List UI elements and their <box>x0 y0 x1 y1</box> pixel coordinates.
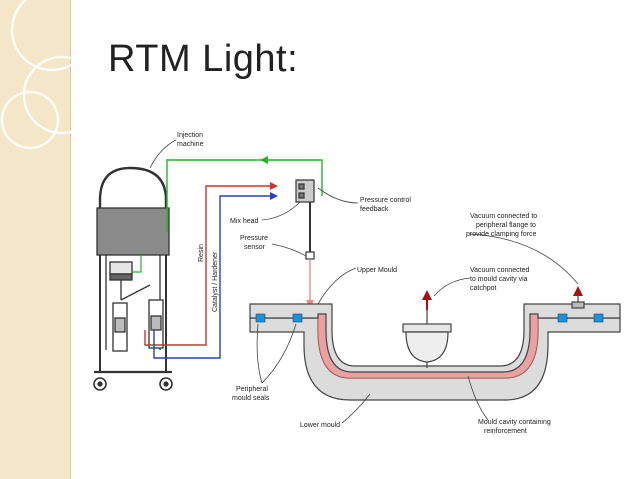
peripheral-mould-seals <box>255 313 604 323</box>
resin-arrow-icon <box>270 182 278 190</box>
label-mould-cavity-2: reinforcement <box>484 428 527 435</box>
label-resin: Resin <box>198 244 205 262</box>
label-mix-head: Mix head <box>230 218 259 225</box>
label-vacuum-cavity-3: catchpot <box>470 285 497 292</box>
label-pressure-control-1: Pressure control <box>360 197 411 204</box>
vacuum-flange-arrow-icon <box>573 286 583 296</box>
feedback-line <box>166 159 323 232</box>
leader-lines <box>149 139 579 424</box>
resin-line <box>144 185 270 346</box>
label-vacuum-cavity-1: Vacuum connected <box>470 267 530 274</box>
feedback-line-internal <box>132 255 142 273</box>
label-pressure-sensor-1: Pressure <box>240 235 268 242</box>
mix-head <box>295 179 315 260</box>
label-vacuum-flange-2: peripheral flange to <box>476 222 536 229</box>
label-catalyst-hardener: Catalyst / Hardener <box>212 251 219 312</box>
catalyst-line <box>153 195 270 359</box>
label-peripheral-seals-1: Peripheral <box>236 386 268 393</box>
label-mould-cavity-1: Mould cavity containing <box>478 419 551 426</box>
label-pressure-control-2: feedback <box>360 206 389 213</box>
decorative-circles <box>0 0 102 150</box>
label-peripheral-seals-2: mould seals <box>232 395 270 402</box>
label-vacuum-cavity-2: to mould cavity via <box>470 276 528 283</box>
catalyst-arrow-icon <box>270 192 278 200</box>
upper-mould <box>249 303 621 373</box>
flange-vacuum-connector <box>571 296 585 309</box>
vacuum-catchpot-arrow-icon <box>422 290 432 300</box>
label-vacuum-flange-3: provide clamping force <box>466 231 537 238</box>
label-upper-mould: Upper Mould <box>357 267 397 274</box>
slide-title: RTM Light: <box>108 38 299 80</box>
injection-machine <box>93 166 173 391</box>
side-strip-divider <box>70 0 71 479</box>
catchpot <box>402 310 452 368</box>
label-vacuum-flange-1: Vacuum connected to <box>470 213 537 220</box>
label-injection-machine-2: machine <box>177 141 204 148</box>
label-lower-mould: Lower mould <box>300 422 340 429</box>
decorative-side-strip <box>0 0 70 479</box>
feedback-arrow-icon <box>260 156 268 164</box>
label-injection-machine-1: Injection <box>177 132 203 139</box>
label-pressure-sensor-2: sensor <box>244 244 266 251</box>
